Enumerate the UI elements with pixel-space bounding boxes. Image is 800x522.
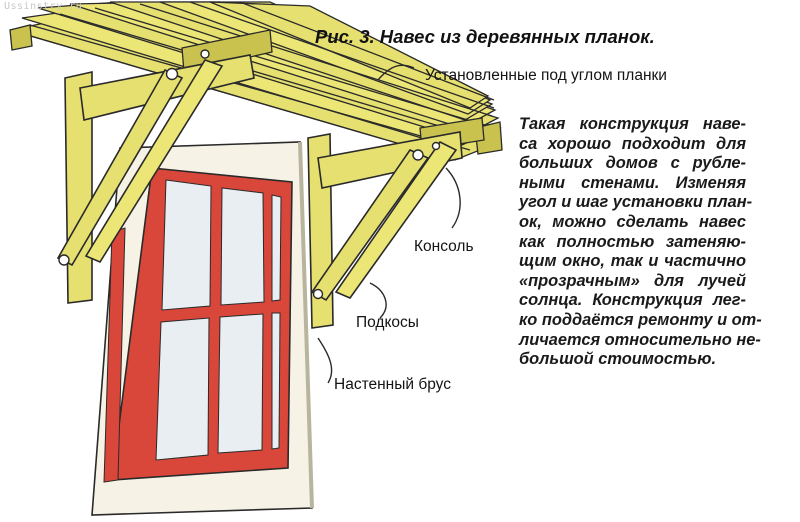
watermark: Ussinstry.ru <box>4 1 83 12</box>
description-line: «прозрачным» для лучей <box>519 271 746 290</box>
window-frame <box>103 167 293 483</box>
description-line: больших домов с рубле- <box>519 154 746 173</box>
label-slats: Установленные под углом планки <box>425 67 667 84</box>
label-wall-beam: Настенный брус <box>334 376 451 393</box>
description-line: как полностью затеняю- <box>519 232 746 251</box>
description-line: щим окно, так и частично <box>519 252 746 271</box>
description-line: ными стенами. Изменяя <box>519 173 746 192</box>
description-line: ок, можно сделать навес <box>519 212 746 231</box>
bolts <box>58 49 441 300</box>
label-console: Консоль <box>414 238 474 255</box>
figure-caption: Рис. 3. Навес из деревянных планок. <box>315 26 655 47</box>
slat-roof <box>9 1 503 161</box>
description-line: солнца. Конструкция лег- <box>519 291 746 310</box>
description-line: личается относительно не- <box>519 330 761 349</box>
braces <box>56 59 458 302</box>
description-line: ко поддаётся ремонту и от- <box>519 310 762 329</box>
description-line: Такая конструкция наве- <box>519 115 746 133</box>
description-line: са хорошо подходит для <box>519 134 746 153</box>
description-text: Такая конструкция наве- са хорошо подход… <box>519 115 762 370</box>
description-line: угол и шаг установки план- <box>519 193 753 212</box>
description-line: большой стоимостью. <box>519 350 717 369</box>
leader-lines <box>317 64 461 384</box>
label-braces: Подкосы <box>356 314 419 331</box>
